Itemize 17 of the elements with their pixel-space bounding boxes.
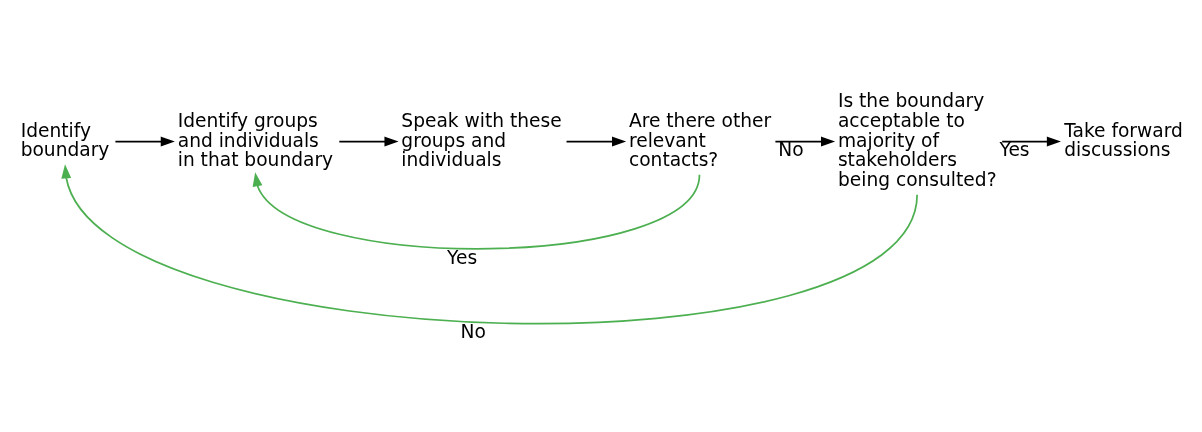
edge-label: No <box>460 320 486 342</box>
edge-label: Yes <box>447 246 478 268</box>
node-text: Take forward discussions <box>1064 119 1183 160</box>
node-text: Are there other relevant contacts? <box>628 109 772 170</box>
edge-label: Yes <box>999 138 1030 160</box>
arrow <box>565 136 627 146</box>
arrow <box>338 136 399 146</box>
arrow <box>252 171 701 250</box>
arrow <box>774 136 836 146</box>
node-text: Identify groups and individuals in that boundary <box>177 109 334 170</box>
node-text: Identify boundary <box>20 119 110 160</box>
node-text: Speak with these groups and individuals <box>401 109 562 170</box>
edge-label: No <box>778 138 804 160</box>
arrow <box>114 136 175 146</box>
arrow <box>61 163 918 324</box>
node-text: Is the boundary acceptable to majority of stakeholders being consulted? <box>837 89 997 190</box>
arrow <box>1001 136 1061 146</box>
